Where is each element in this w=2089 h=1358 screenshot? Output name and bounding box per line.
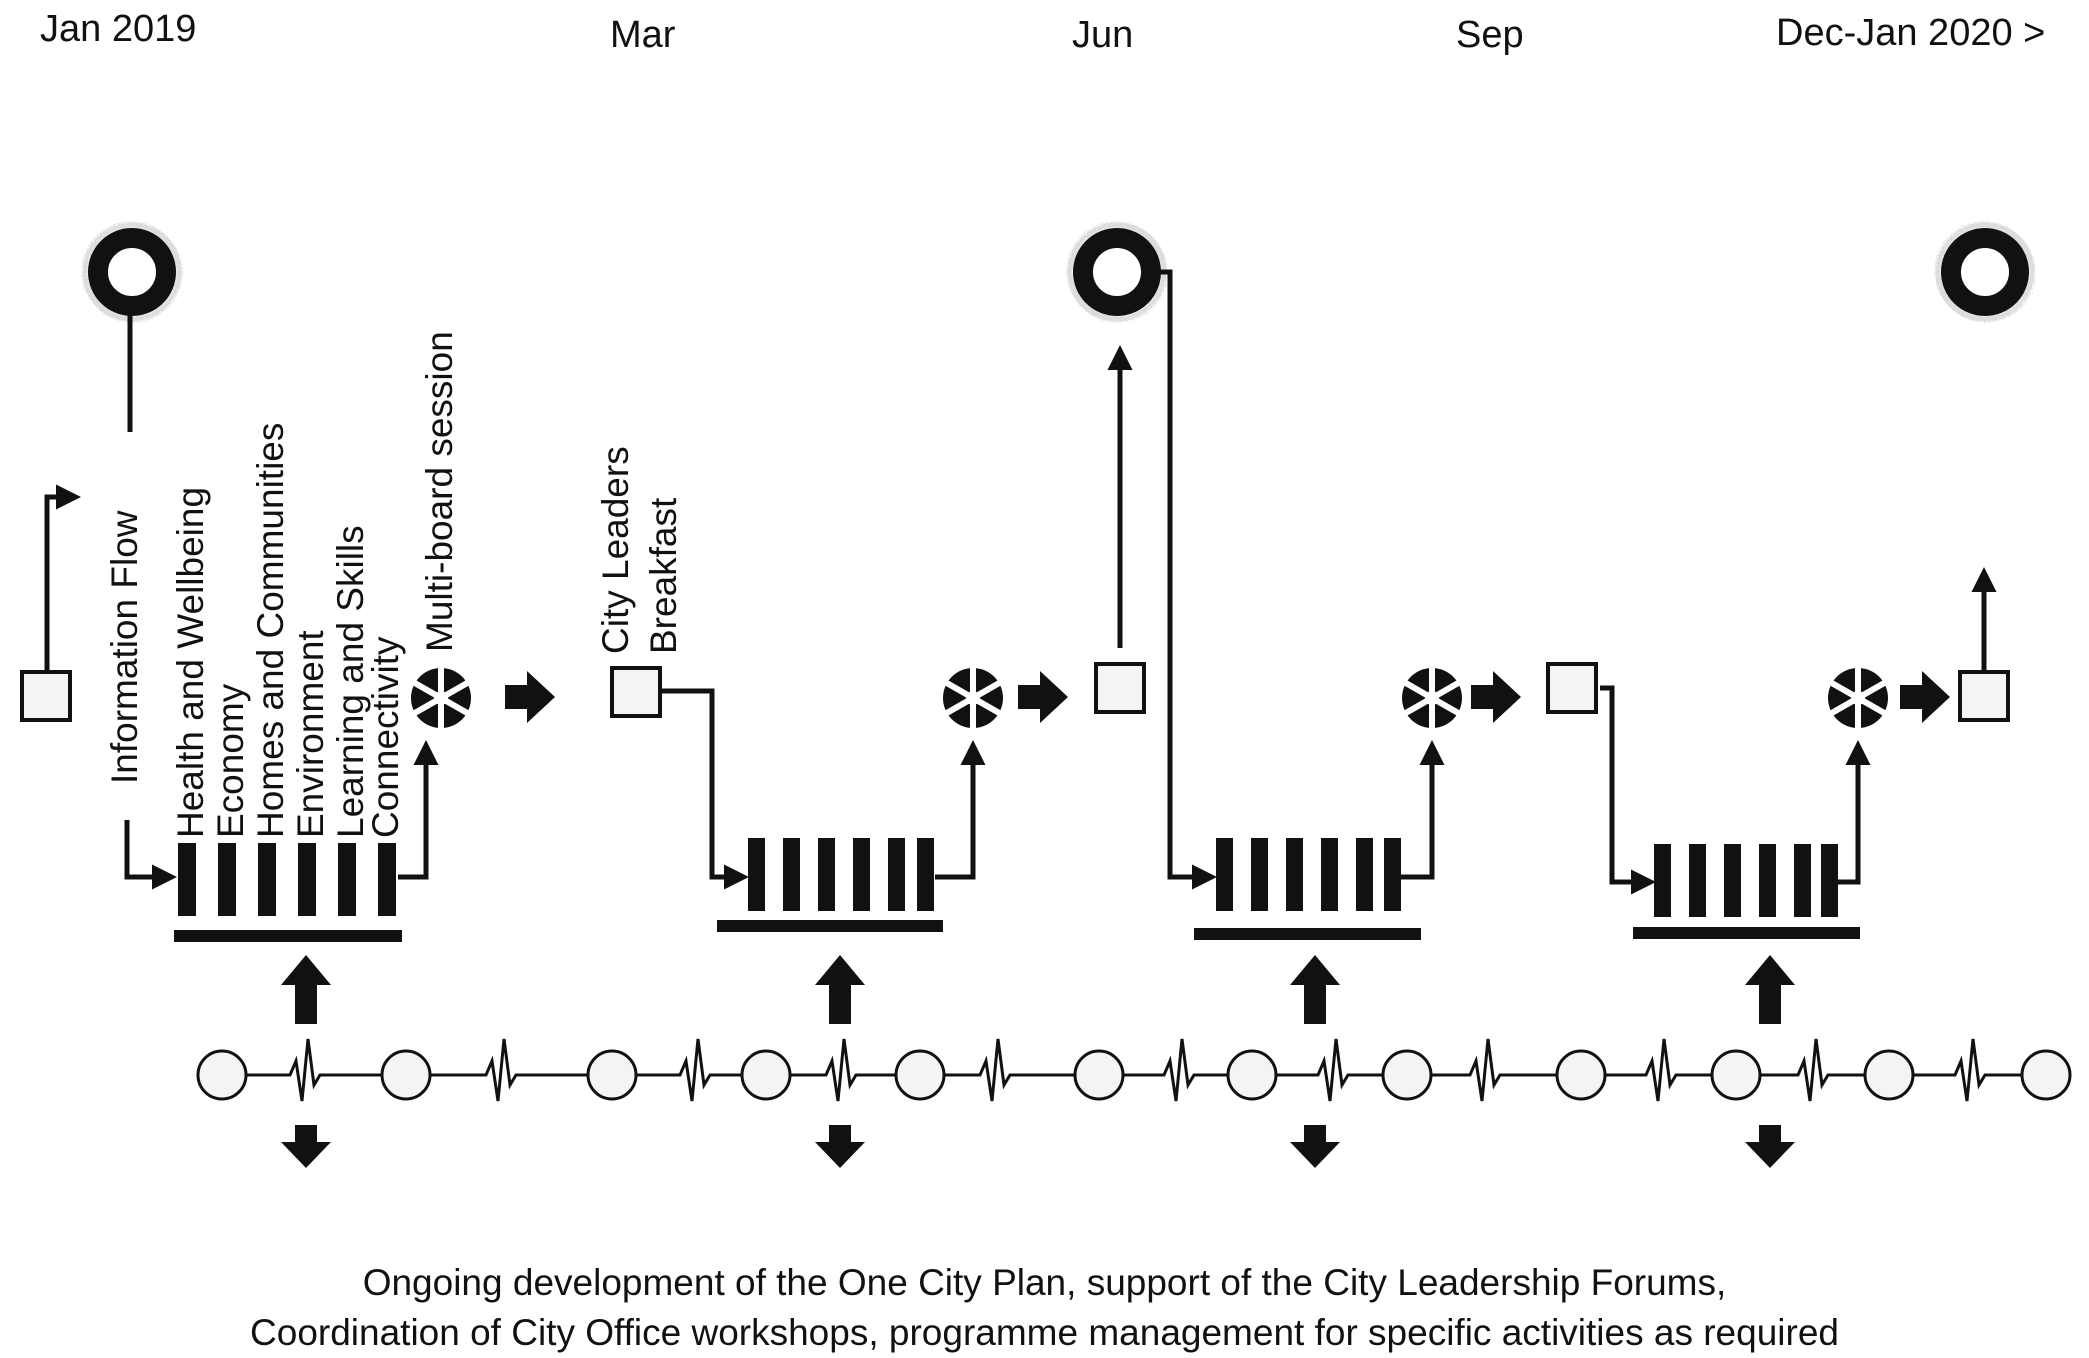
footer-caption: Ongoing development of the One City Plan…	[0, 1258, 2089, 1358]
block-arrow-up-icon	[281, 955, 331, 1024]
block-arrow-right-icon	[1018, 671, 1068, 723]
pulse-node	[894, 1049, 946, 1101]
pulse-node	[1381, 1049, 1433, 1101]
flow-lines	[44, 269, 1997, 895]
multi-board-session-label: Multi-board session	[419, 331, 460, 652]
pulse-node	[1226, 1049, 1278, 1101]
caption-line: Coordination of City Office workshops, p…	[250, 1312, 1839, 1353]
board-label: Learning and Skills	[330, 525, 371, 838]
pulse-node	[2020, 1049, 2072, 1101]
block-arrow-up-icon	[815, 955, 865, 1024]
breakfast-label: Breakfast	[643, 497, 684, 654]
input-box-icon	[610, 666, 662, 718]
input-box-icon	[1958, 670, 2010, 722]
board-label: Economy	[210, 683, 251, 838]
block-arrow-up-icon	[1290, 955, 1340, 1024]
major-event-ring-icon	[1935, 222, 2035, 322]
input-box-icon	[1546, 662, 1598, 714]
heartbeat-line-icon	[222, 1038, 2022, 1102]
pulse-node	[1073, 1049, 1125, 1101]
input-box-icon	[20, 670, 72, 722]
board-label: Environment	[290, 630, 331, 838]
board-label: Health and Wellbeing	[170, 486, 211, 838]
pulse-node	[586, 1049, 638, 1101]
month-label: Jun	[1072, 14, 1134, 56]
board-label: Homes and Communities	[250, 422, 291, 838]
session-wheel-icon	[943, 666, 1003, 730]
block-arrow-up-icon	[1745, 955, 1795, 1024]
month-label: Jan 2019	[40, 8, 197, 50]
block-arrow-right-icon	[1471, 671, 1521, 723]
board-label: Connectivity	[365, 636, 406, 838]
block-arrow-right-icon	[505, 671, 555, 723]
major-event-ring-icon	[82, 222, 182, 322]
block-arrow-right-icon	[1900, 671, 1950, 723]
pulse-node	[1555, 1049, 1607, 1101]
block-arrow-down-icon	[1290, 1125, 1340, 1168]
pulse-node	[1710, 1049, 1762, 1101]
pulse-node	[196, 1049, 248, 1101]
pulse-node	[740, 1049, 792, 1101]
pulse-node	[380, 1049, 432, 1101]
block-arrow-down-icon	[815, 1125, 865, 1168]
caption-line: Ongoing development of the One City Plan…	[362, 1262, 1727, 1303]
session-wheel-icon	[411, 666, 471, 730]
month-label: Dec-Jan 2020 >	[1776, 12, 2046, 54]
input-box-icon	[1094, 662, 1146, 714]
month-label: Mar	[610, 14, 676, 56]
board-bars-icon	[1633, 844, 1860, 939]
session-wheel-icon	[1402, 666, 1462, 730]
city-leaders-label: City Leaders	[595, 446, 636, 654]
board-bars-icon	[1194, 838, 1421, 940]
block-arrow-down-icon	[1745, 1125, 1795, 1168]
month-label: Sep	[1456, 14, 1524, 56]
session-wheel-icon	[1828, 666, 1888, 730]
major-event-ring-icon	[1067, 222, 1167, 322]
pulse-node	[1863, 1049, 1915, 1101]
board-bars-icon	[717, 838, 943, 932]
block-arrow-down-icon	[281, 1125, 331, 1168]
information-flow-label: Information Flow	[104, 510, 145, 785]
board-bars-icon	[174, 843, 402, 942]
